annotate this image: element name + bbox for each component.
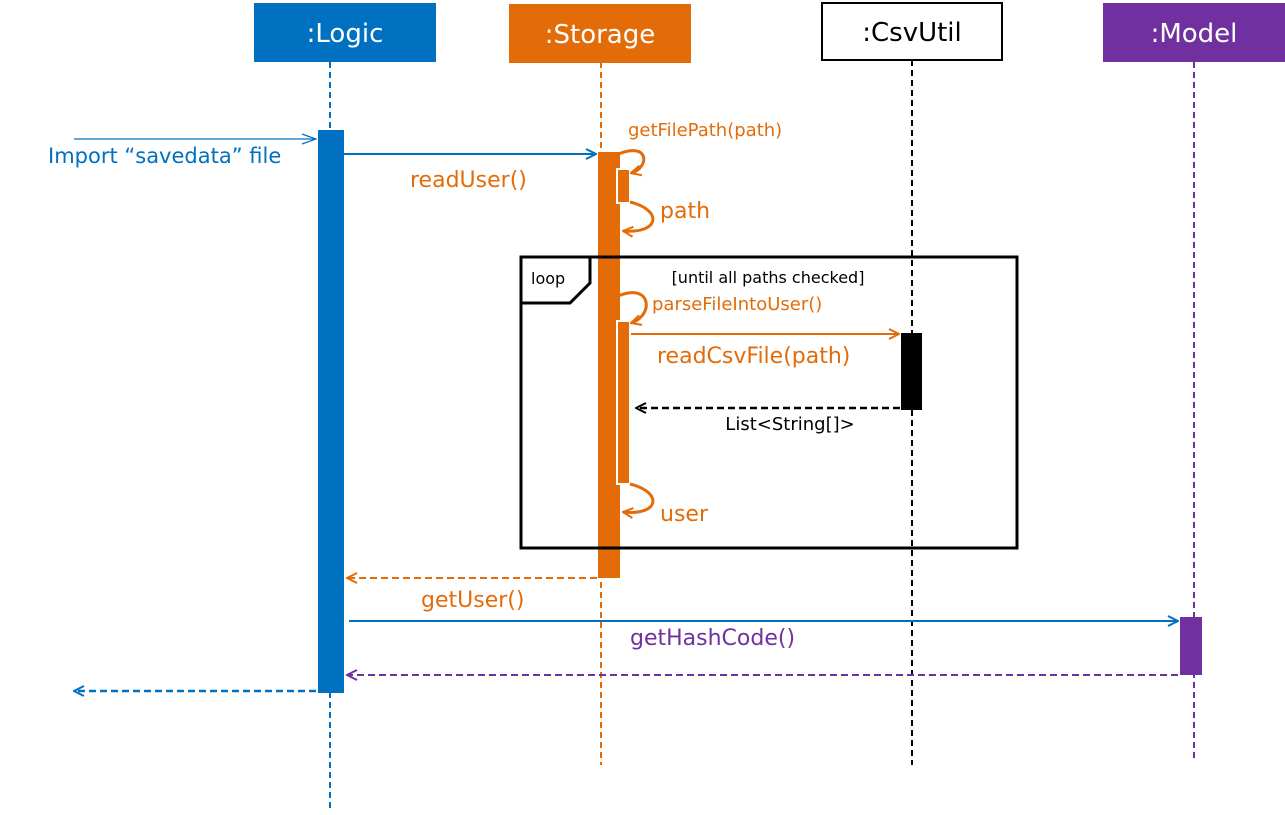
logic-title: :Logic [307,19,384,49]
logic-activation [318,130,344,693]
storage-nested-activation-1 [616,168,631,204]
storage-nested-activation-2 [616,320,631,485]
parse-file-arrow [617,291,648,323]
user-return-arrow [623,482,655,512]
list-return-label: List<String[]> [725,414,854,435]
get-user-label: getUser() [421,588,524,613]
storage-title: :Storage [545,20,656,50]
loop-guard: [until all paths checked] [672,268,865,287]
get-file-path-arrow [615,149,646,173]
import-label: Import “savedata” file [48,144,281,168]
model-title: :Model [1151,19,1238,49]
read-csv-label: readCsvFile(path) [657,344,850,369]
model-activation [1180,617,1202,675]
logic-header: :Logic [254,3,436,62]
csvutil-activation [901,333,922,410]
read-user-label: readUser() [410,168,527,193]
csvutil-header: :CsvUtil [821,2,1003,61]
get-file-path-label: getFilePath(path) [628,120,782,141]
storage-header: :Storage [509,4,691,63]
parse-file-label: parseFileIntoUser() [652,294,822,315]
loop-frame: loop [until all paths checked] [519,255,1019,550]
csvutil-title: :CsvUtil [862,18,962,48]
loop-tag: loop [531,269,565,288]
path-return-arrow [623,200,655,231]
path-return-label: path [660,199,710,224]
get-hash-label: getHashCode() [630,626,795,651]
user-return-label: user [660,502,709,527]
model-header: :Model [1103,3,1285,62]
